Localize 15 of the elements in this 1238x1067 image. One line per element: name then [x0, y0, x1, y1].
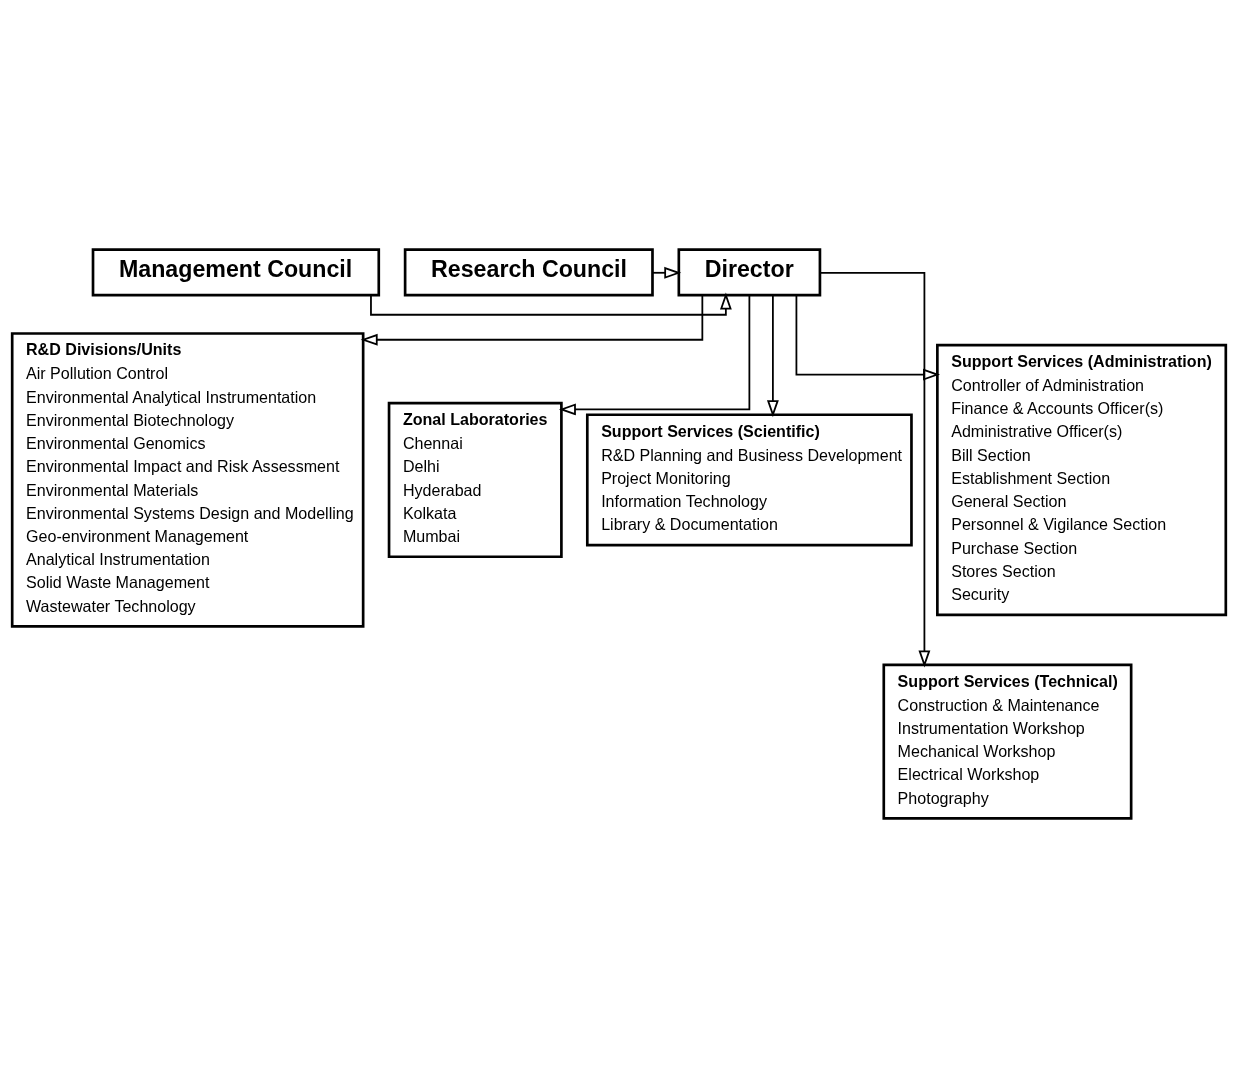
node-box: Support Services (Scientific) R&D Planning and Business Development Project Monitoring Information Technology Library & Documentation — [585, 412, 913, 546]
node-box: Support Services (Technical) Construction & Maintenance Instrumentation Workshop Mechanical Workshop Electrical Workshop Photography — [882, 663, 1133, 820]
arrow — [370, 292, 732, 316]
arrow — [819, 271, 931, 667]
node-box: Zonal Laboratories Chennai Delhi Hyderabad Kolkata Mumbai — [387, 401, 563, 558]
arrow — [558, 293, 751, 415]
node-box: Management Council — [91, 247, 381, 296]
node-box: Research Council — [403, 247, 654, 296]
arrow — [360, 293, 704, 346]
arrow — [795, 293, 941, 381]
node-box: Support Services (Administration) Controller of Administration Finance & Accounts Officer(s) Administrative Officer(s) Bill Section Establishment Section General Section Personnel & Vigilance Section Purchase Section Stores Section Security — [936, 343, 1228, 616]
node-box: Director — [677, 247, 822, 296]
arrow — [651, 266, 682, 279]
node-box: R&D Divisions/Units Air Pollution Control Environmental Analytical Instrumentation Environmental Biotechnology Environmental Genomics Environmental Impact and Risk Assessment Environmental Materials Environmental Systems Design and Modelling Geo-environment Management Analytical Instrumentation Solid Waste Management Wastewater Technology — [10, 331, 365, 628]
arrow — [766, 293, 779, 417]
